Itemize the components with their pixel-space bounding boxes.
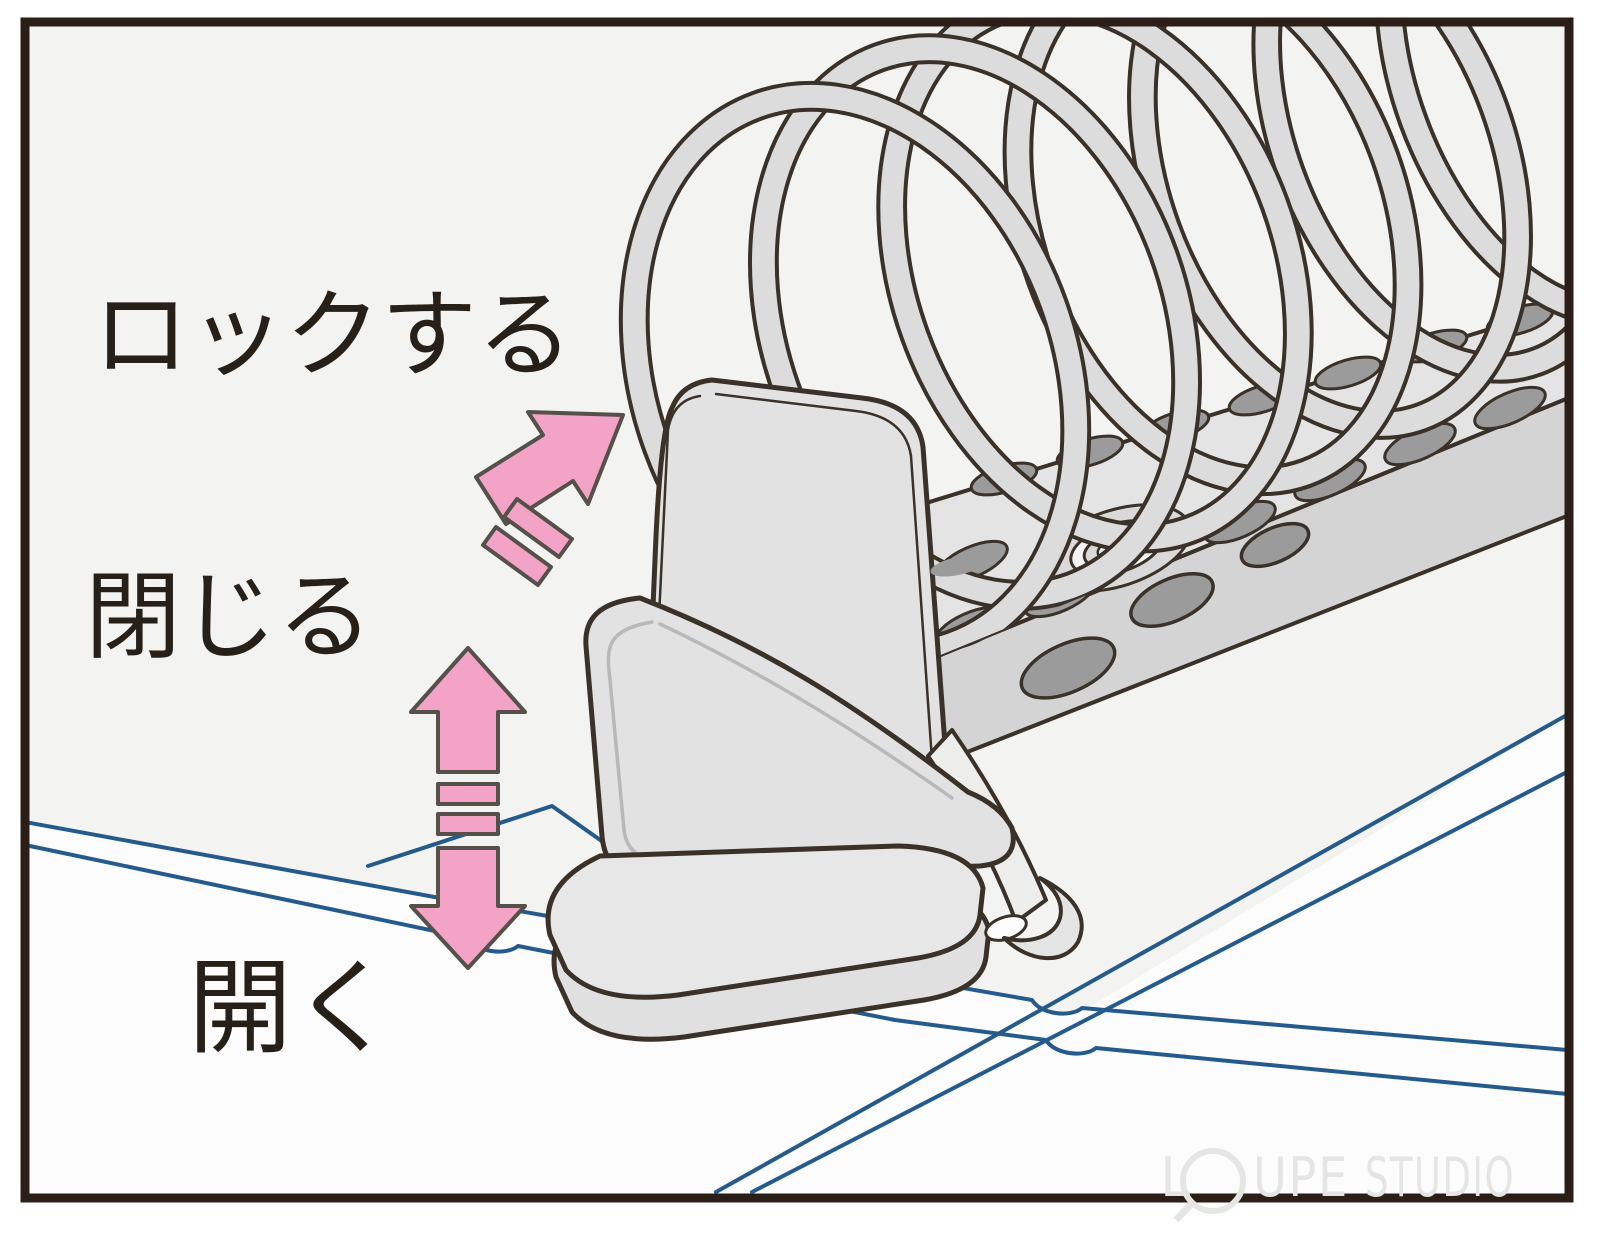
open-close-arrow-icon	[409, 646, 527, 970]
ring-binder-rings	[618, 26, 1566, 670]
label-open: 開く	[188, 947, 396, 1069]
paper-surface	[29, 715, 1566, 1194]
frame-border	[20, 17, 1574, 1203]
close-arrow-up	[409, 646, 527, 774]
lever-plate-upright-inner-line	[714, 392, 935, 777]
lever-plate-upright-inner-line	[653, 394, 702, 702]
label-close: 閉じる	[85, 561, 373, 673]
ring-feet-nubs	[1019, 521, 1311, 700]
binder-ring	[876, 26, 1314, 554]
lock-lever-assembly	[548, 377, 1084, 1039]
magnifier-icon	[1180, 1148, 1246, 1214]
watermark: L UPE STUDIO	[1160, 1146, 1515, 1223]
watermark-text-studio: STUDIO	[1365, 1146, 1515, 1209]
paper-edge-line-right-top	[714, 713, 1566, 1194]
lock-arrow-body	[474, 410, 625, 526]
latch-claw	[1002, 876, 1084, 960]
binder-ring	[1251, 26, 1566, 384]
paper-edge-line-right-bottom	[750, 770, 1566, 1194]
lever-plate-tilted-inner-line	[658, 622, 954, 800]
watermark-text-upe: UPE	[1253, 1146, 1349, 1209]
magnifier-handle	[1173, 1200, 1195, 1223]
label-lock: ロックする	[93, 279, 573, 391]
arrow-bar	[436, 812, 500, 836]
lock-arrow-icon	[474, 410, 625, 587]
lever-plate-tilted	[583, 595, 1016, 880]
lock-arrow-bar	[481, 525, 553, 587]
lock-arrow-bar	[502, 497, 574, 559]
binder-ring	[748, 33, 1202, 611]
binder-ring	[1127, 26, 1533, 440]
open-arrow-down	[409, 846, 527, 970]
binder-ring	[1002, 26, 1424, 497]
arrow-bar	[436, 782, 500, 806]
hinge-pill	[930, 555, 986, 577]
